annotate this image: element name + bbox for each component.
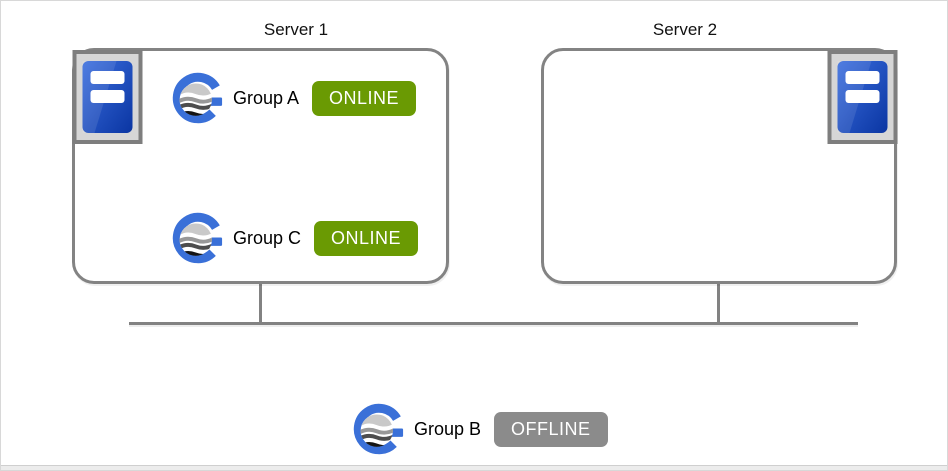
server2-connector-line <box>717 284 720 325</box>
server1-label: Server 1 <box>263 20 329 39</box>
group-b-row: Group B OFFLINE <box>351 401 608 457</box>
group-a-name: Group A <box>233 87 300 108</box>
group-c-status-badge: ONLINE <box>314 220 419 256</box>
group-logo-icon <box>172 72 223 124</box>
server-icon <box>827 50 898 144</box>
group-c-name: Group C <box>233 227 302 248</box>
group-logo-icon <box>172 212 223 264</box>
group-a-row: Group A ONLINE <box>170 70 417 126</box>
group-logo-icon <box>353 403 404 455</box>
canvas-bottom-edge <box>1 465 947 470</box>
network-bus-line <box>129 322 858 325</box>
server2-label: Server 2 <box>652 20 718 39</box>
server-icon <box>72 50 143 144</box>
group-a-status-badge: ONLINE <box>312 80 417 116</box>
group-b-status-badge: OFFLINE <box>494 411 608 447</box>
group-c-row: Group C ONLINE <box>170 210 419 266</box>
server1-connector-line <box>259 284 262 325</box>
group-b-name: Group B <box>414 418 482 439</box>
